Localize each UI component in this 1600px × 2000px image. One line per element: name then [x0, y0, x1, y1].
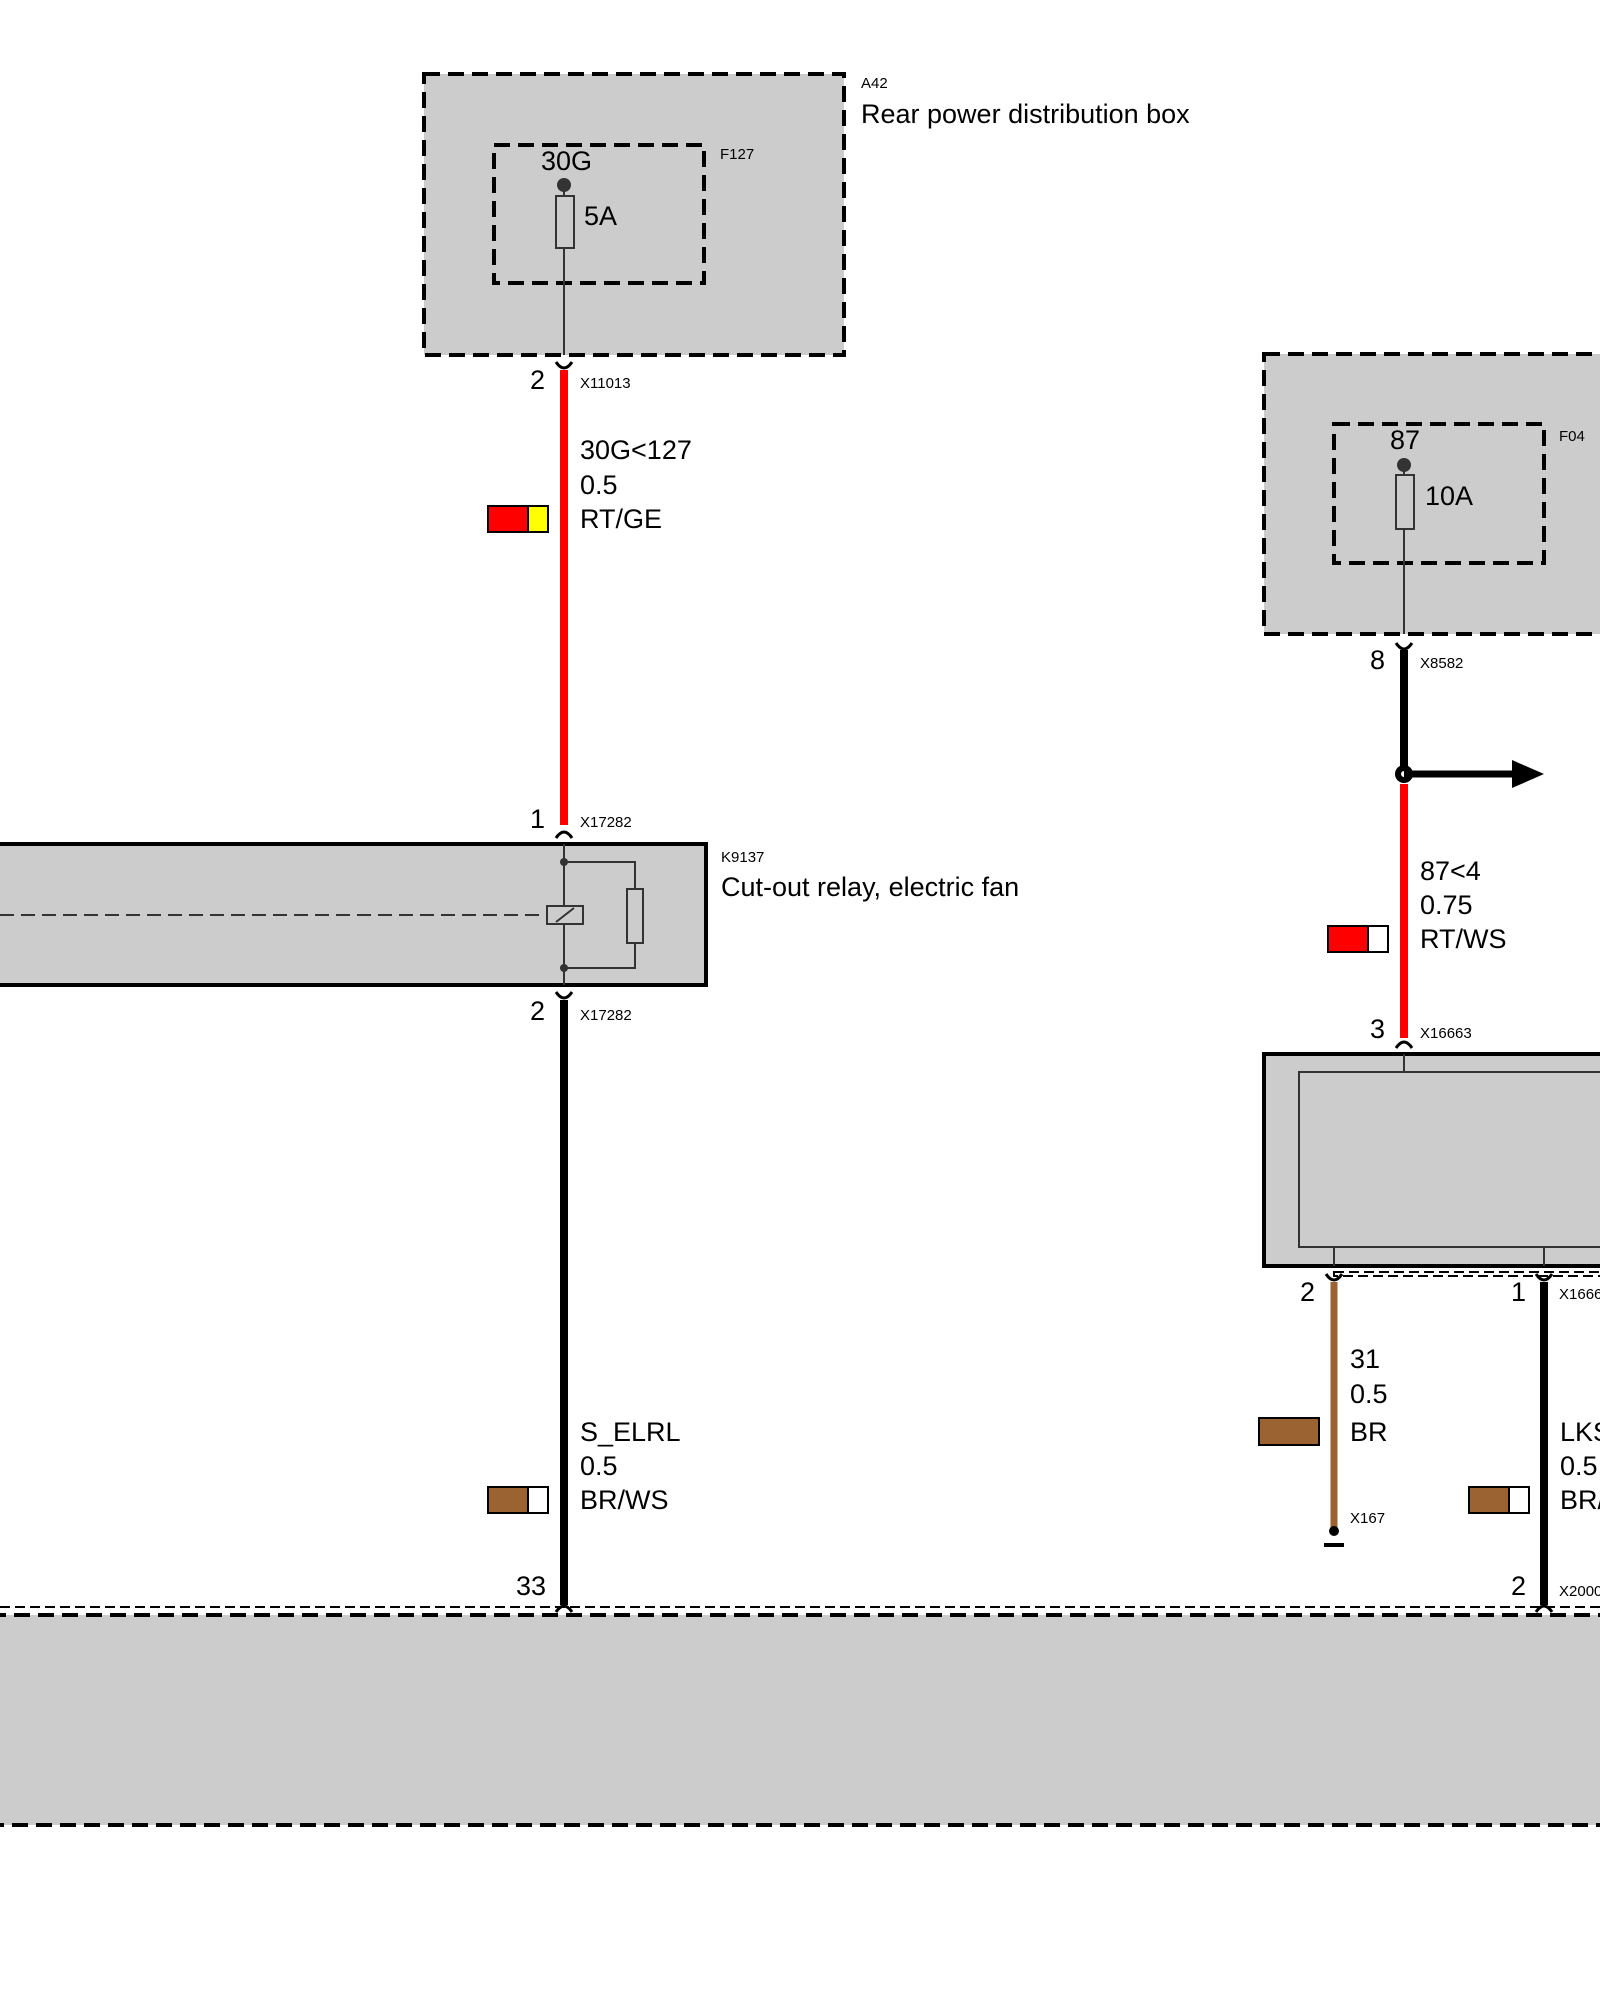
- w5-color-swatch: [1468, 1486, 1530, 1514]
- w4-signal: 31: [1350, 1344, 1380, 1374]
- f04-power-distribution-box[interactable]: [1262, 352, 1600, 636]
- resistor-icon: [626, 888, 644, 944]
- x1666-pin2: 2: [1300, 1277, 1315, 1307]
- ground-point: [1329, 1526, 1339, 1536]
- f127-id: F127: [720, 146, 754, 163]
- x17282-id-2: X17282: [580, 1007, 632, 1024]
- x167-id: X167: [1350, 1510, 1385, 1527]
- f04-terminal: 87: [1390, 425, 1420, 455]
- w5-signal: LKS: [1560, 1417, 1600, 1447]
- x17282-pin2: 2: [530, 996, 545, 1026]
- connector-bottom-right-icon: [1534, 1604, 1554, 1613]
- w1-signal: 30G<127: [580, 435, 692, 465]
- w2-gauge: 0.5: [580, 1451, 618, 1481]
- terminal-dot-f04: [1397, 458, 1411, 472]
- f04-id: F04: [1559, 428, 1585, 445]
- arrow-right-icon[interactable]: [1512, 760, 1544, 788]
- fuse-f04-icon: [1395, 474, 1415, 530]
- connector-x1666-pin2-icon: [1324, 1273, 1344, 1282]
- a42-id: A42: [861, 75, 888, 92]
- connector-x16663-icon: [1394, 1040, 1414, 1049]
- inner-module-outline: [1298, 1071, 1600, 1248]
- fuse-f04-housing: [1332, 422, 1546, 565]
- w1-gauge: 0.5: [580, 470, 618, 500]
- a42-name: Rear power distribution box: [861, 99, 1190, 129]
- w3-color-swatch: [1327, 925, 1389, 953]
- f127-rating: 5A: [584, 201, 617, 231]
- w4-color: BR: [1350, 1417, 1388, 1447]
- connector-x1666-pin1-icon: [1534, 1273, 1554, 1282]
- x1666-pin1: 1: [1511, 1277, 1526, 1307]
- w3-gauge: 0.75: [1420, 890, 1473, 920]
- connector-x8582-icon: [1394, 642, 1414, 651]
- w1-color-swatch: [487, 505, 549, 533]
- x8582-pin: 8: [1370, 645, 1385, 675]
- terminal-dot: [557, 178, 571, 192]
- w5-gauge: 0.5: [1560, 1451, 1598, 1481]
- w4-color-swatch: [1258, 1417, 1320, 1446]
- w3-signal: 87<4: [1420, 856, 1481, 886]
- fuse-f127-icon: [555, 195, 575, 249]
- right-component-box[interactable]: [1262, 1052, 1600, 1268]
- f04-rating: 10A: [1425, 481, 1473, 511]
- w5-color: BR/: [1560, 1485, 1600, 1515]
- connector-x17282-in-icon: [554, 830, 574, 839]
- w3-color: RT/WS: [1420, 924, 1507, 954]
- x17282-id-1: X17282: [580, 814, 632, 831]
- x17282-pin1: 1: [530, 804, 545, 834]
- x11013-pin: 2: [530, 365, 545, 395]
- x11013-id: X11013: [580, 375, 631, 392]
- bottom-left-pin: 33: [516, 1571, 546, 1601]
- x16663-pin: 3: [1370, 1014, 1385, 1044]
- connector-x17282-out-icon: [554, 991, 574, 1000]
- x16663-id: X16663: [1420, 1025, 1472, 1042]
- bottom-right-pin: 2: [1511, 1571, 1526, 1601]
- w4-gauge: 0.5: [1350, 1379, 1388, 1409]
- fuse-f127-housing: [492, 143, 706, 285]
- x1666-id: X1666: [1559, 1286, 1600, 1303]
- connector-x1666-housing: [1333, 1271, 1600, 1277]
- w2-color-swatch: [487, 1486, 549, 1514]
- connector-x11013-icon: [554, 361, 574, 370]
- x8582-id: X8582: [1420, 655, 1463, 672]
- w1-color: RT/GE: [580, 504, 662, 534]
- w2-signal: S_ELRL: [580, 1417, 681, 1447]
- k9137-cut-out-relay[interactable]: [0, 842, 708, 987]
- bottom-right-id: X2000: [1559, 1583, 1600, 1600]
- a42-rear-power-distribution-box[interactable]: [422, 72, 846, 357]
- k9137-id: K9137: [721, 849, 764, 866]
- bottom-control-module[interactable]: [0, 1613, 1600, 1827]
- f127-terminal: 30G: [541, 146, 592, 176]
- relay-coil-slash: [555, 907, 575, 923]
- k9137-name: Cut-out relay, electric fan: [721, 872, 1019, 902]
- w2-color: BR/WS: [580, 1485, 669, 1515]
